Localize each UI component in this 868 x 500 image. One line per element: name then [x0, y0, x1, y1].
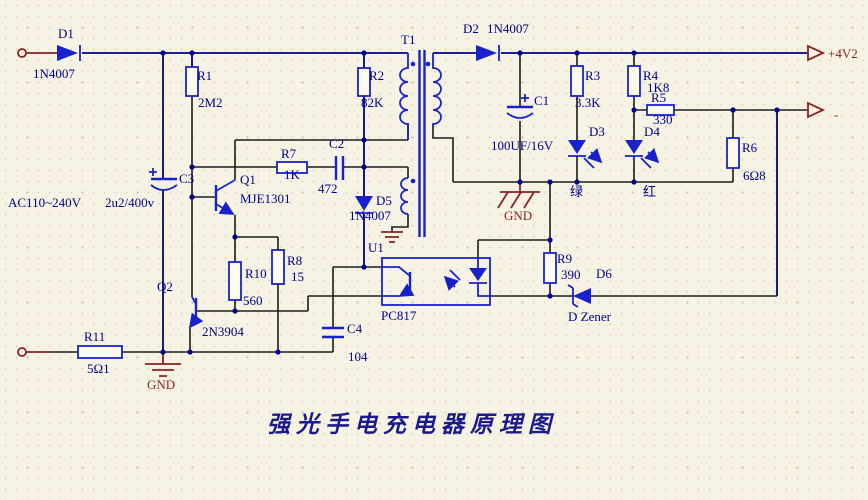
r9-ref: R9	[557, 251, 572, 266]
r5-value: 330	[653, 112, 673, 127]
output-positive-label: +4V2	[828, 46, 858, 61]
r10-ref: R10	[245, 266, 267, 281]
resistor-r7	[276, 161, 308, 174]
output-positive-arrow	[807, 44, 826, 62]
c2-ref: C2	[329, 136, 344, 151]
diode-d2	[476, 45, 500, 61]
d5-ref: D5	[376, 193, 392, 208]
c3-ref: C3	[179, 171, 194, 186]
c4-value: 104	[348, 349, 368, 364]
resistor-r3	[570, 65, 584, 97]
resistor-r11	[77, 345, 123, 359]
d4-ref: D4	[644, 124, 660, 139]
ground-secondary-label: GND	[504, 208, 532, 223]
resistor-r6	[726, 137, 740, 169]
r7-ref: R7	[281, 146, 297, 161]
pc817-part-label: PC817	[381, 308, 417, 323]
d6-ref: D6	[596, 266, 612, 281]
ac-input-terminal-bottom	[17, 347, 27, 357]
capacitor-c1	[506, 94, 534, 119]
c4-ref: C4	[347, 321, 363, 336]
led-d4-red	[625, 140, 658, 168]
phase-dot-aux	[410, 178, 416, 184]
optocoupler-pc817	[381, 257, 491, 306]
resistor-r5	[646, 104, 675, 116]
r3-value: 3.3K	[575, 95, 601, 110]
capacitor-c4	[322, 326, 344, 339]
q1-ref: Q1	[240, 172, 256, 187]
wire-network	[50, 53, 808, 353]
diode-d5	[355, 196, 373, 214]
capacitor-c3	[149, 168, 178, 191]
r9-value: 390	[561, 267, 581, 282]
capacitor-c2	[334, 156, 345, 180]
c2-value: 472	[318, 181, 338, 196]
d1-ref: D1	[58, 26, 74, 41]
output-negative-arrow	[807, 101, 826, 119]
r6-ref: R6	[742, 140, 758, 155]
d1-value: 1N4007	[33, 66, 75, 81]
d6-value: D Zener	[568, 309, 612, 324]
d2-ref: D2	[463, 21, 479, 36]
r3-ref: R3	[585, 68, 600, 83]
zener-diode-d6	[567, 284, 591, 308]
transistor-q2	[188, 296, 204, 329]
phase-dot-primary	[410, 61, 416, 67]
resistor-r8	[271, 249, 285, 285]
r11-value: 5Ω1	[87, 361, 110, 376]
t1-ref: T1	[401, 32, 415, 47]
diode-d1	[57, 45, 81, 61]
resistor-r9	[543, 252, 557, 284]
c1-value: 100UF/16V	[491, 138, 554, 153]
r11-ref: R11	[84, 329, 105, 344]
chassis-ground-secondary	[497, 182, 540, 209]
r10-value: 560	[243, 293, 263, 308]
d3-color-label: 绿	[570, 184, 583, 199]
ac-input-terminal-top	[17, 48, 27, 58]
io-terminals	[17, 44, 826, 357]
d2-value: 1N4007	[487, 21, 529, 36]
r2-value: 82K	[361, 95, 384, 110]
led-d3-green	[568, 140, 601, 168]
resistor-r1	[185, 66, 199, 97]
ground-primary-label: GND	[147, 377, 175, 392]
resistor-r2	[357, 67, 371, 97]
junction-dots	[160, 50, 780, 355]
schematic-title: 强光手电充电器原理图	[267, 412, 557, 437]
output-negative-label: -	[834, 107, 838, 122]
resistor-r4	[627, 65, 641, 97]
u1-ref: U1	[368, 240, 384, 255]
transistor-q1	[214, 179, 236, 215]
power-rails	[82, 52, 808, 352]
q2-ref: Q2	[157, 279, 173, 294]
r7-value: 1K	[284, 167, 301, 182]
signal-ground-aux	[381, 231, 403, 243]
earth-ground-primary	[145, 352, 181, 377]
r4-ref: R4	[643, 68, 659, 83]
resistor-r10	[228, 261, 242, 301]
r8-value: 15	[291, 269, 304, 284]
c3-value: 2u2/400v	[105, 195, 155, 210]
r6-value: 6Ω8	[743, 168, 766, 183]
d5-value: 1N4007	[349, 208, 391, 223]
r2-ref: R2	[369, 68, 384, 83]
r5-ref: R5	[651, 90, 666, 105]
q2-value: 2N3904	[202, 324, 244, 339]
q1-value: MJE1301	[240, 191, 291, 206]
ac-input-label: AC110~240V	[8, 195, 82, 210]
r1-ref: R1	[197, 68, 212, 83]
r4-value: 1K8	[647, 80, 669, 95]
phase-dot-secondary	[425, 61, 431, 67]
d3-ref: D3	[589, 124, 605, 139]
c1-ref: C1	[534, 93, 549, 108]
r1-value: 2M2	[198, 95, 223, 110]
d4-color-label: 红	[643, 184, 656, 199]
r8-ref: R8	[287, 253, 302, 268]
transformer-t1	[399, 50, 442, 237]
